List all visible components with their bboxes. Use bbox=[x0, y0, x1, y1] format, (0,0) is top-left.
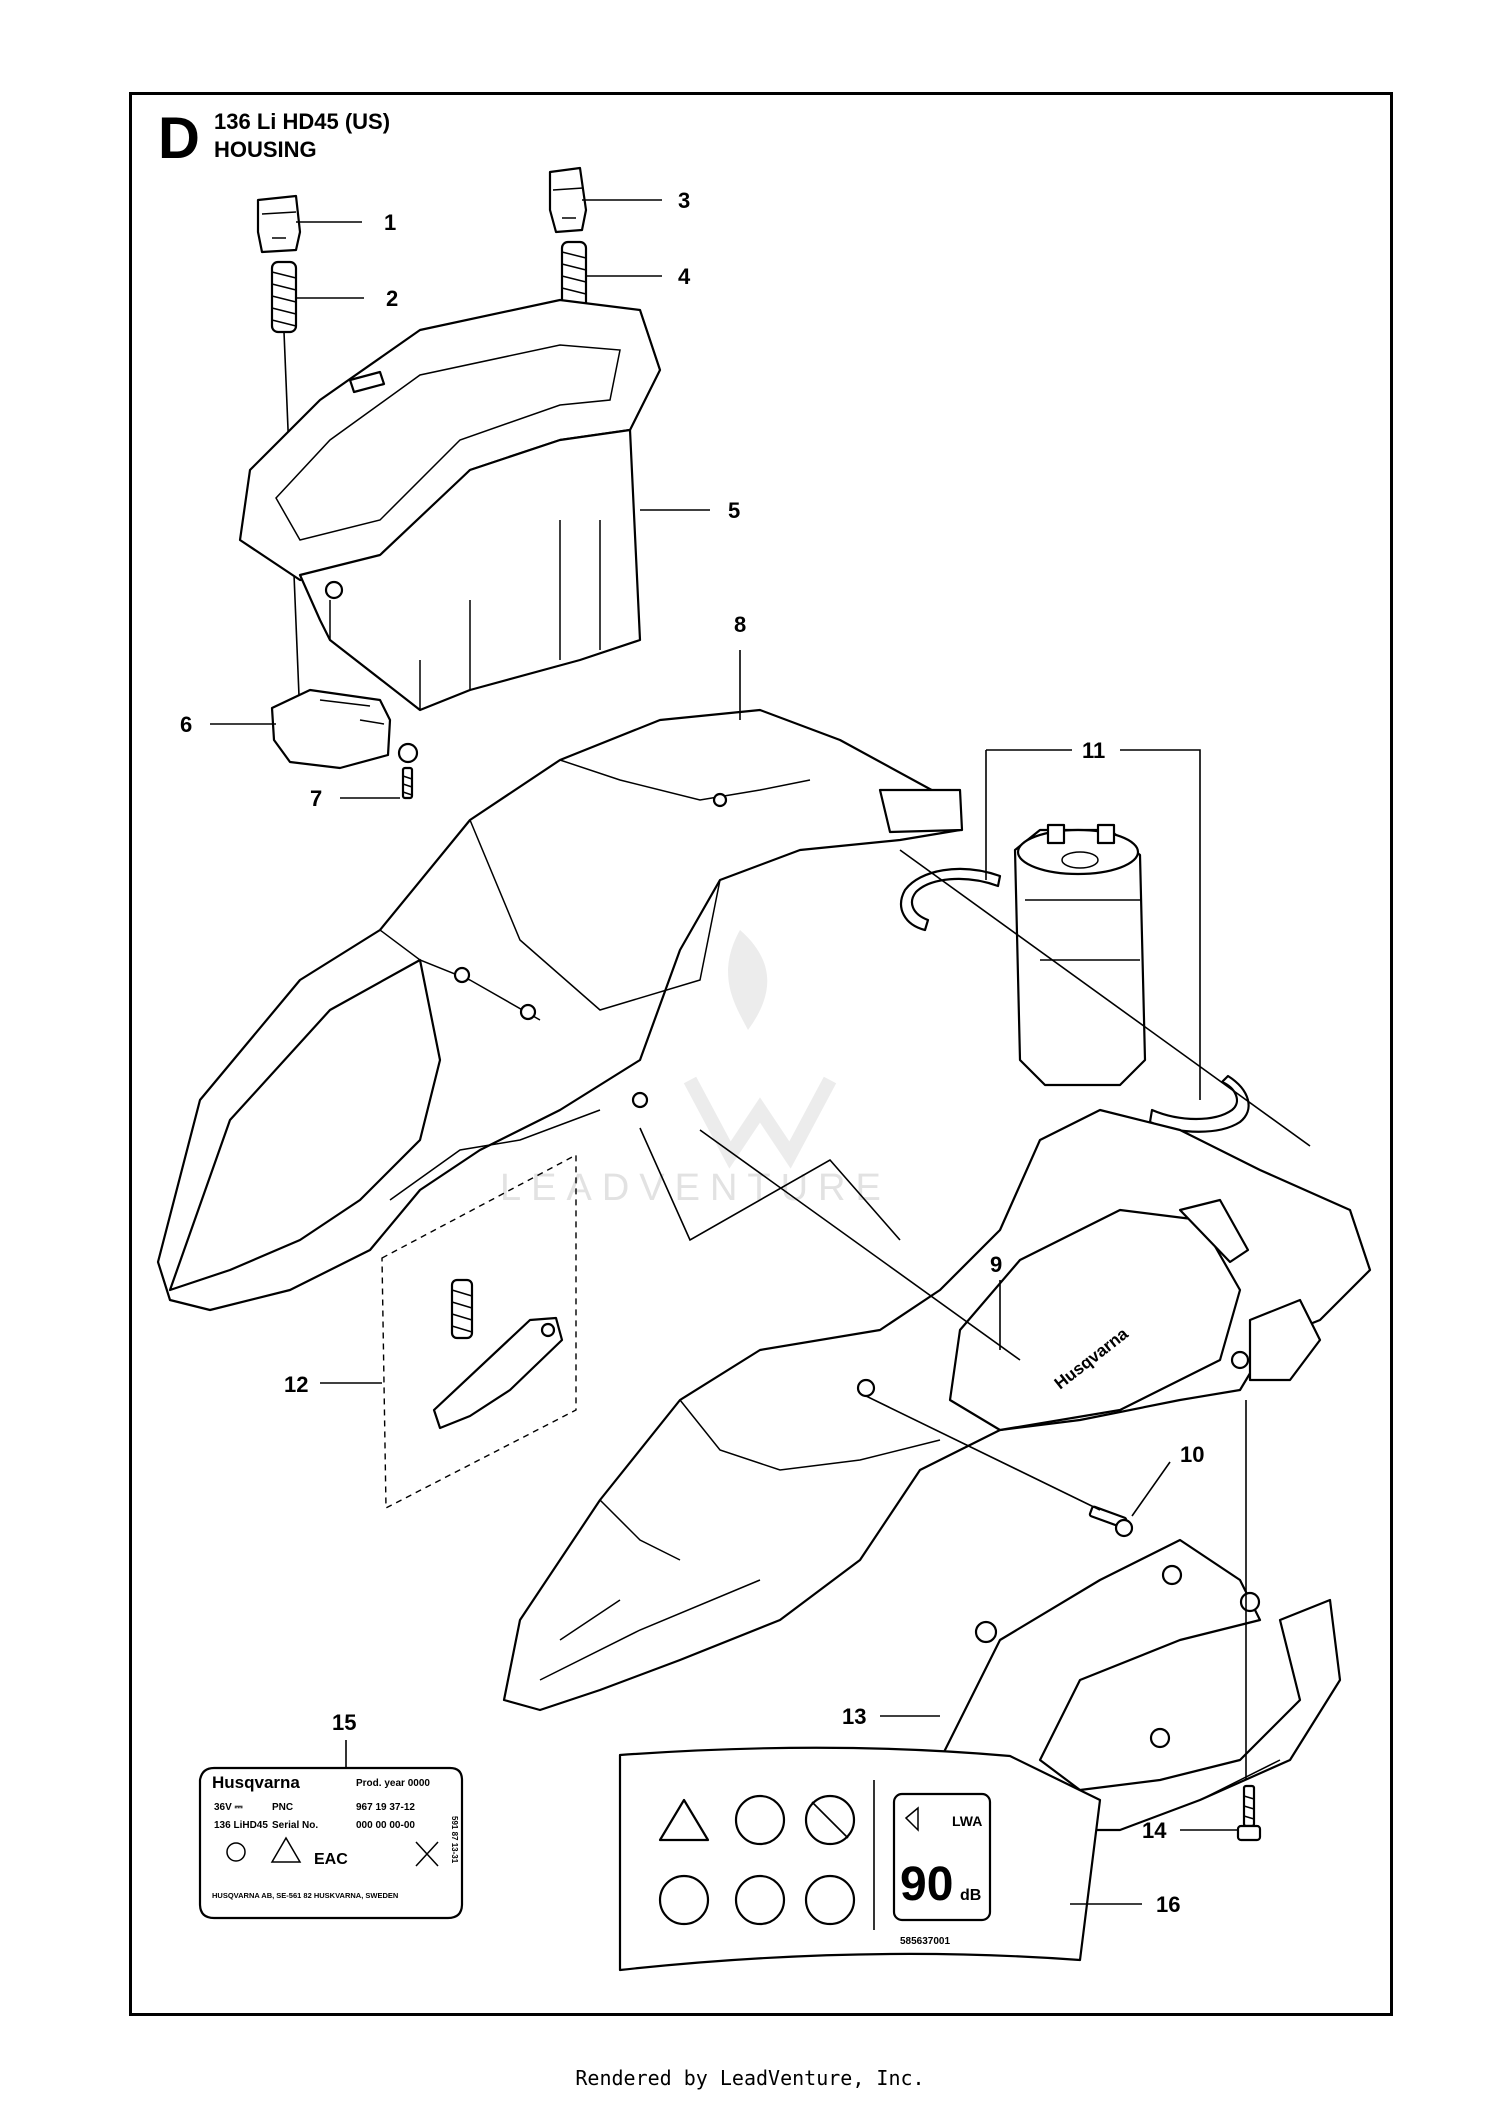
part-11-motor[interactable] bbox=[1013, 823, 1147, 1087]
sound-power-icon bbox=[904, 1806, 919, 1832]
decal-serial-value: 000 00 00-00 bbox=[356, 1820, 415, 1831]
decal-prod-year: Prod. year 0000 bbox=[356, 1778, 430, 1789]
read-manual-icon bbox=[734, 1794, 786, 1846]
model-title: 136 Li HD45 (US) bbox=[214, 109, 391, 134]
callout-16: 16 bbox=[1156, 1892, 1180, 1917]
decal-eac-mark: EAC bbox=[314, 1851, 348, 1868]
callout-13: 13 bbox=[842, 1704, 866, 1729]
section-letter: D bbox=[158, 106, 200, 171]
part-11-retaining-ring-rear[interactable] bbox=[1148, 1074, 1250, 1133]
decal-address: HUSQVARNA AB, SE-561 82 HUSKVARNA, SWEDE… bbox=[212, 1891, 398, 1900]
ul-mark-icon bbox=[226, 1842, 246, 1862]
watermark: LEADVENTURE bbox=[500, 930, 891, 1209]
callout-15: 15 bbox=[332, 1710, 356, 1735]
sound-value: 90 bbox=[900, 1858, 953, 1911]
part-12-trigger-lever[interactable] bbox=[381, 1153, 577, 1510]
warning-triangle-icon bbox=[658, 1798, 710, 1842]
part-10-screw[interactable] bbox=[1088, 1505, 1134, 1538]
ear-eye-protection-icon bbox=[658, 1874, 710, 1926]
part-15-rating-decal[interactable]: Husqvarna Prod. year 0000 36V ⎓ PNC 967 … bbox=[198, 1766, 464, 1920]
callout-2: 2 bbox=[386, 286, 398, 311]
decal-pnc-value: 967 19 37-12 bbox=[356, 1802, 415, 1813]
decal-model: 136 LiHD45 bbox=[214, 1820, 268, 1831]
render-credit: Rendered by LeadVenture, Inc. bbox=[575, 2066, 925, 2090]
leader-lines bbox=[210, 199, 1311, 1905]
callout-3: 3 bbox=[678, 188, 690, 213]
part-13-bottom-cover[interactable] bbox=[938, 1538, 1342, 1832]
decal-brand: Husqvarna bbox=[212, 1773, 300, 1792]
callout-11: 11 bbox=[1082, 738, 1105, 763]
weee-bin-icon bbox=[415, 1841, 439, 1867]
safety-boots-icon bbox=[804, 1874, 856, 1926]
section-title: HOUSING bbox=[214, 137, 317, 162]
sound-unit: dB bbox=[960, 1887, 981, 1904]
part-7-screw[interactable] bbox=[397, 742, 419, 800]
callout-5: 5 bbox=[728, 498, 740, 523]
watermark-text: LEADVENTURE bbox=[500, 1167, 891, 1209]
callout-9: 9 bbox=[990, 1252, 1002, 1277]
callout-4: 4 bbox=[678, 264, 691, 289]
decal-side-code: 591 87 13-31 bbox=[450, 1816, 459, 1864]
part-1-latch[interactable] bbox=[256, 194, 302, 254]
decal-pnc-label: PNC bbox=[272, 1802, 293, 1813]
sound-symbol: LWA bbox=[952, 1813, 982, 1829]
decal-part-number: 585637001 bbox=[900, 1936, 950, 1947]
part-16-warning-decal[interactable]: LWA 90 dB 585637001 bbox=[618, 1746, 1102, 1972]
diagram-frame bbox=[129, 92, 1393, 2016]
part-6-cover[interactable] bbox=[270, 688, 392, 770]
callout-14: 14 bbox=[1142, 1818, 1167, 1843]
part-3-latch[interactable] bbox=[548, 166, 588, 234]
callout-10: 10 bbox=[1180, 1442, 1204, 1467]
callout-6: 6 bbox=[180, 712, 192, 737]
part-14-screw[interactable] bbox=[1236, 1784, 1262, 1842]
gloves-icon bbox=[734, 1874, 786, 1926]
part-5-battery-compartment[interactable] bbox=[238, 298, 662, 712]
part-11-retaining-ring-front[interactable] bbox=[899, 867, 1002, 932]
rcm-mark-icon bbox=[270, 1836, 302, 1863]
callout-8: 8 bbox=[734, 612, 746, 637]
decal-voltage: 36V ⎓ bbox=[214, 1802, 243, 1813]
part-9-housing-half[interactable]: Husqvarna bbox=[502, 1108, 1372, 1712]
callout-12: 12 bbox=[284, 1372, 308, 1397]
decal-serial-label: Serial No. bbox=[272, 1820, 318, 1831]
callout-1: 1 bbox=[384, 210, 396, 235]
callout-7: 7 bbox=[310, 786, 322, 811]
part-8-housing-half[interactable] bbox=[156, 708, 964, 1312]
